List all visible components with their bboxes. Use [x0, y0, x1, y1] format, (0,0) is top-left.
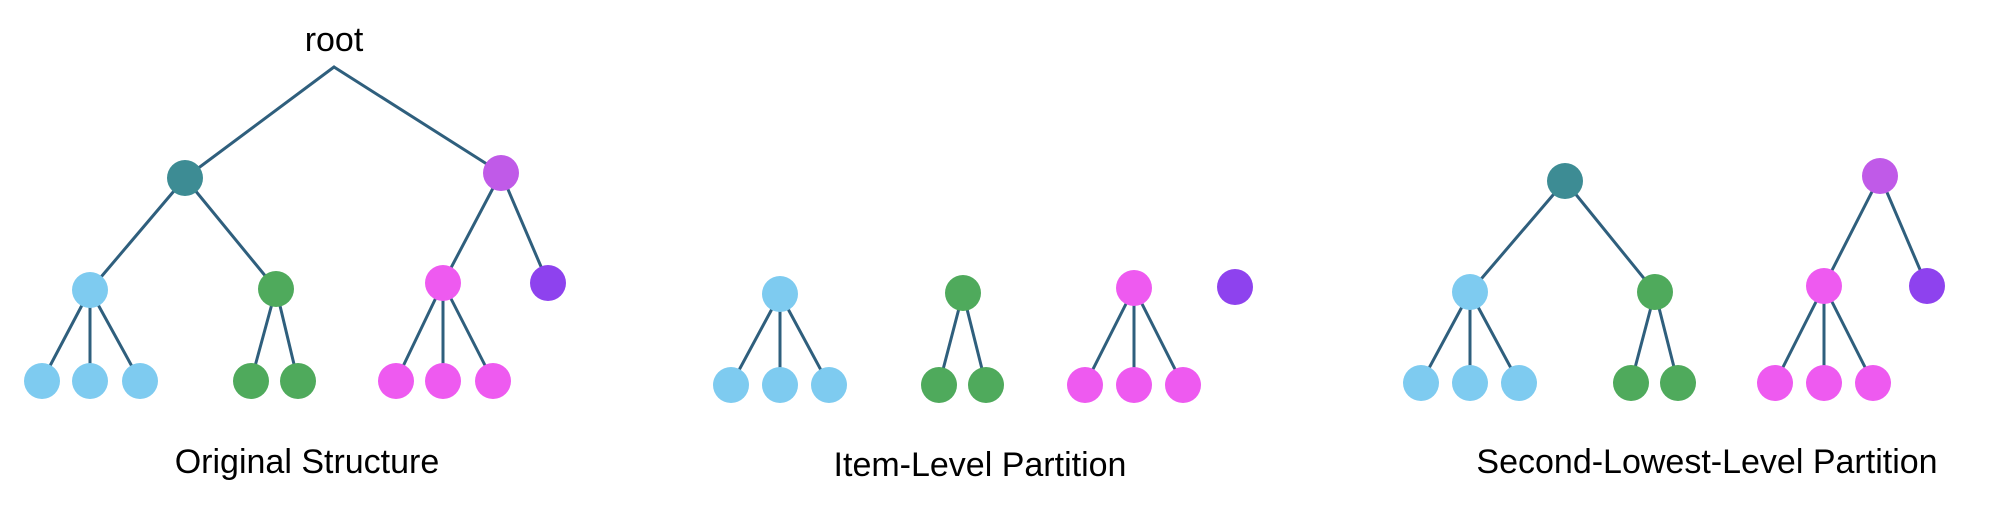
caption-original-structure: Original Structure [175, 443, 440, 481]
tree-nodes [24, 155, 566, 399]
light-blue-node [762, 276, 798, 312]
edge [1468, 179, 1567, 294]
edge [332, 65, 503, 175]
original-structure-tree: root [24, 21, 566, 481]
violet-node [1217, 269, 1253, 305]
edge [1083, 286, 1136, 387]
magenta-node [1806, 268, 1842, 304]
edge [1822, 284, 1875, 385]
magenta-leaf [1165, 367, 1201, 403]
tree-nodes [1403, 158, 1945, 401]
item-level-partition: Item-Level Partition [713, 269, 1253, 484]
light-blue-node [1452, 274, 1488, 310]
tree-edges [1419, 174, 1929, 385]
green-leaf [1613, 365, 1649, 401]
root-label: root [305, 21, 364, 59]
tree-nodes [713, 269, 1253, 403]
purple-node [1862, 158, 1898, 194]
magenta-leaf [475, 363, 511, 399]
edge [1878, 174, 1929, 288]
caption-item-level-partition: Item-Level Partition [834, 446, 1127, 484]
green-node [258, 271, 294, 307]
edge [1563, 179, 1657, 294]
light-blue-leaf [72, 363, 108, 399]
light-blue-leaf [1452, 365, 1488, 401]
edge [441, 171, 503, 285]
edge [394, 281, 445, 383]
magenta-leaf [378, 363, 414, 399]
violet-node [530, 265, 566, 301]
magenta-leaf [1855, 365, 1891, 401]
magenta-leaf [1067, 367, 1103, 403]
magenta-node [1116, 270, 1152, 306]
teal-node [167, 160, 203, 196]
magenta-leaf [1116, 367, 1152, 403]
light-blue-node [72, 272, 108, 308]
second-lowest-level-partition: Second-Lowest-Level Partition [1403, 158, 1945, 481]
magenta-node [425, 265, 461, 301]
edge [1773, 284, 1826, 385]
green-leaf [1660, 365, 1696, 401]
light-blue-leaf [122, 363, 158, 399]
light-blue-leaf [1501, 365, 1537, 401]
magenta-leaf [1757, 365, 1793, 401]
edge [1132, 286, 1185, 387]
light-blue-leaf [762, 367, 798, 403]
magenta-leaf [425, 363, 461, 399]
edge [1822, 174, 1882, 288]
edge [499, 171, 550, 285]
light-blue-leaf [713, 367, 749, 403]
light-blue-leaf [1403, 365, 1439, 401]
green-node [945, 275, 981, 311]
green-leaf [968, 367, 1004, 403]
edge [441, 281, 495, 383]
teal-node [1547, 163, 1583, 199]
edge [183, 65, 336, 180]
caption-second-lowest-level-partition: Second-Lowest-Level Partition [1476, 443, 1937, 481]
green-leaf [280, 363, 316, 399]
violet-node [1909, 268, 1945, 304]
green-node [1637, 274, 1673, 310]
edge [183, 176, 278, 291]
green-leaf [921, 367, 957, 403]
light-blue-leaf [24, 363, 60, 399]
edge [88, 176, 187, 292]
green-leaf [233, 363, 269, 399]
magenta-leaf [1806, 365, 1842, 401]
tree-edges [40, 65, 550, 383]
light-blue-leaf [811, 367, 847, 403]
purple-node [483, 155, 519, 191]
